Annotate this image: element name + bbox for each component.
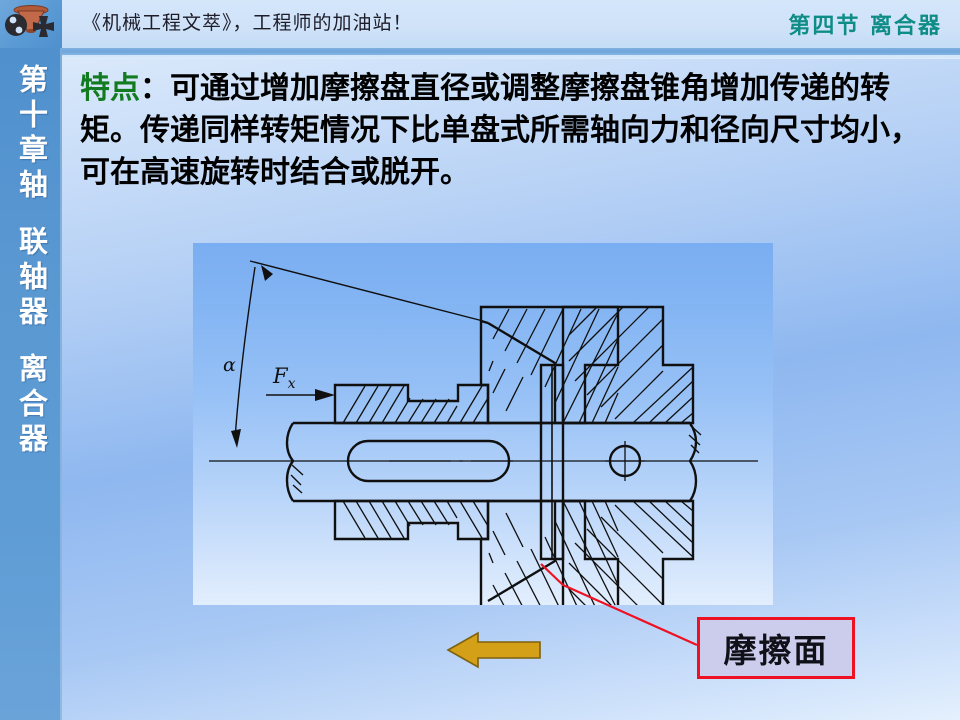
sidebar-item-clutch[interactable]: 离合器 [14,353,49,458]
angle-dimension [231,260,484,448]
gold-left-arrow [446,631,541,669]
body-paragraph: 特点：可通过增加摩擦盘直径或调整摩擦盘锥角增加传递的转矩。传递同样转矩情况下比单… [80,68,948,194]
header-divider-light [60,55,960,59]
cone-member [479,305,620,605]
section-title: 第四节 离合器 [788,14,942,39]
header-bar [0,0,960,48]
axial-force-arrow [266,389,335,401]
sidebar: 第十章轴 联轴器 离合器 [0,48,62,720]
clutch-section-drawing: α Fx [209,260,758,605]
header-divider [60,48,960,55]
body-sentence: 可通过增加摩擦盘直径或调整摩擦盘锥角增加传递的转矩。传递同样转矩情况下比单盘式所… [80,71,920,190]
body-colon: ： [140,71,170,106]
sidebar-items: 第十章轴 联轴器 离合器 [0,64,62,480]
angle-label: α [223,354,236,376]
force-label: Fx [272,364,296,392]
friction-surface-callout: 摩擦面 [697,617,855,679]
sidebar-item-coupling[interactable]: 联轴器 [14,226,49,331]
sidebar-item-chapter[interactable]: 第十章轴 [14,64,49,204]
site-logo[interactable] [0,0,62,48]
callout-label: 摩擦面 [723,631,829,670]
site-title: 《机械工程文萃》，工程师的加油站！ [82,12,413,34]
body-keyword: 特点 [80,71,140,106]
driven-member [561,305,695,605]
clutch-diagram: α Fx [193,243,773,605]
sliding-hub [333,383,490,541]
gear-pulley-logo-icon [5,5,54,37]
